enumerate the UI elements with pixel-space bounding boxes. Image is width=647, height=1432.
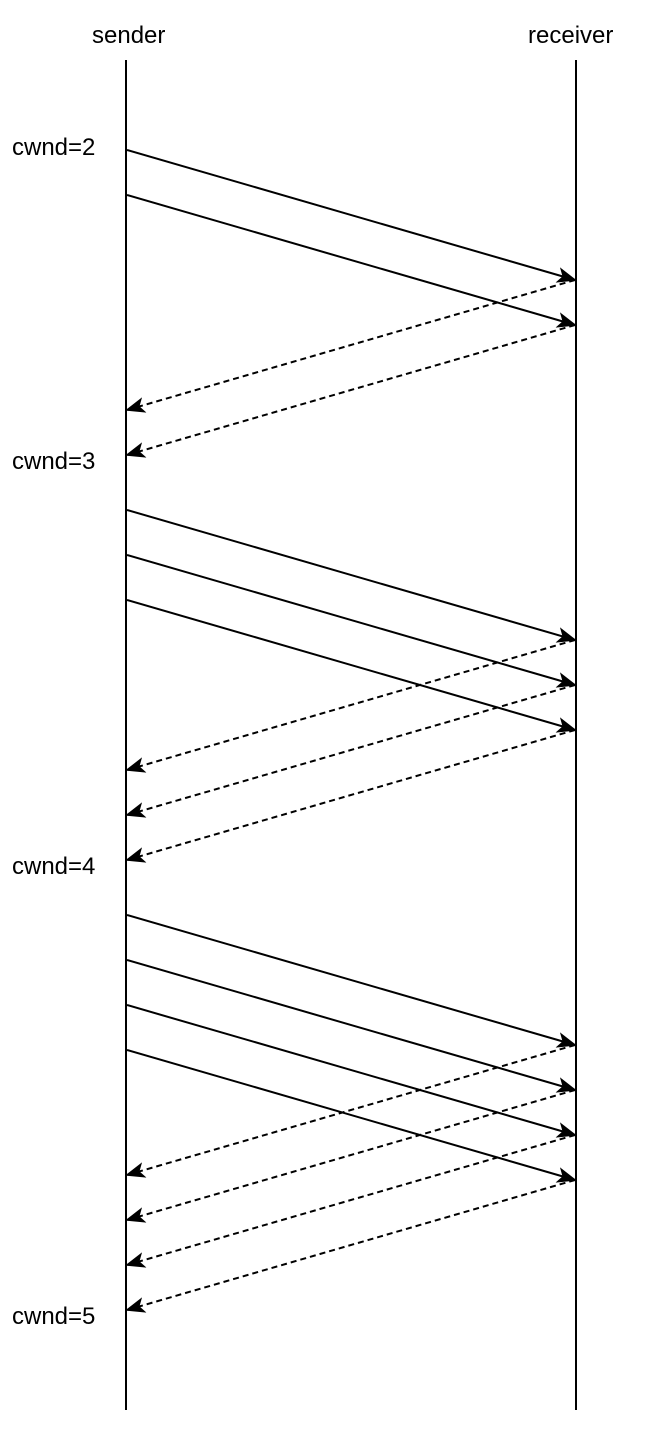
ack-arrow [125,1089,576,1223]
data-segment-arrow [126,149,577,283]
cwnd-label: cwnd=5 [12,1303,96,1330]
ack-arrow [125,324,576,458]
cwnd-label: cwnd=4 [12,853,96,880]
ack-arrow [125,729,576,863]
ack-arrow [125,1134,576,1268]
data-segment-arrow [126,509,577,643]
ack-arrow [125,639,576,773]
data-segment-arrow [126,914,577,1048]
ack-arrow [125,1179,576,1313]
ack-arrow [125,1044,576,1178]
sender-label: sender [92,22,166,49]
data-segment-arrow [126,959,577,1093]
receiver-label: receiver [528,22,614,49]
cwnd-label: cwnd=2 [12,134,96,161]
data-segment-arrow [126,1004,577,1138]
data-segment-arrow [126,1049,577,1183]
data-segment-arrow [126,554,577,688]
cwnd-label: cwnd=3 [12,448,96,475]
data-segment-arrow [126,194,577,328]
data-segment-arrow [126,599,577,733]
ack-arrow [125,684,576,818]
ack-arrow [125,279,576,413]
